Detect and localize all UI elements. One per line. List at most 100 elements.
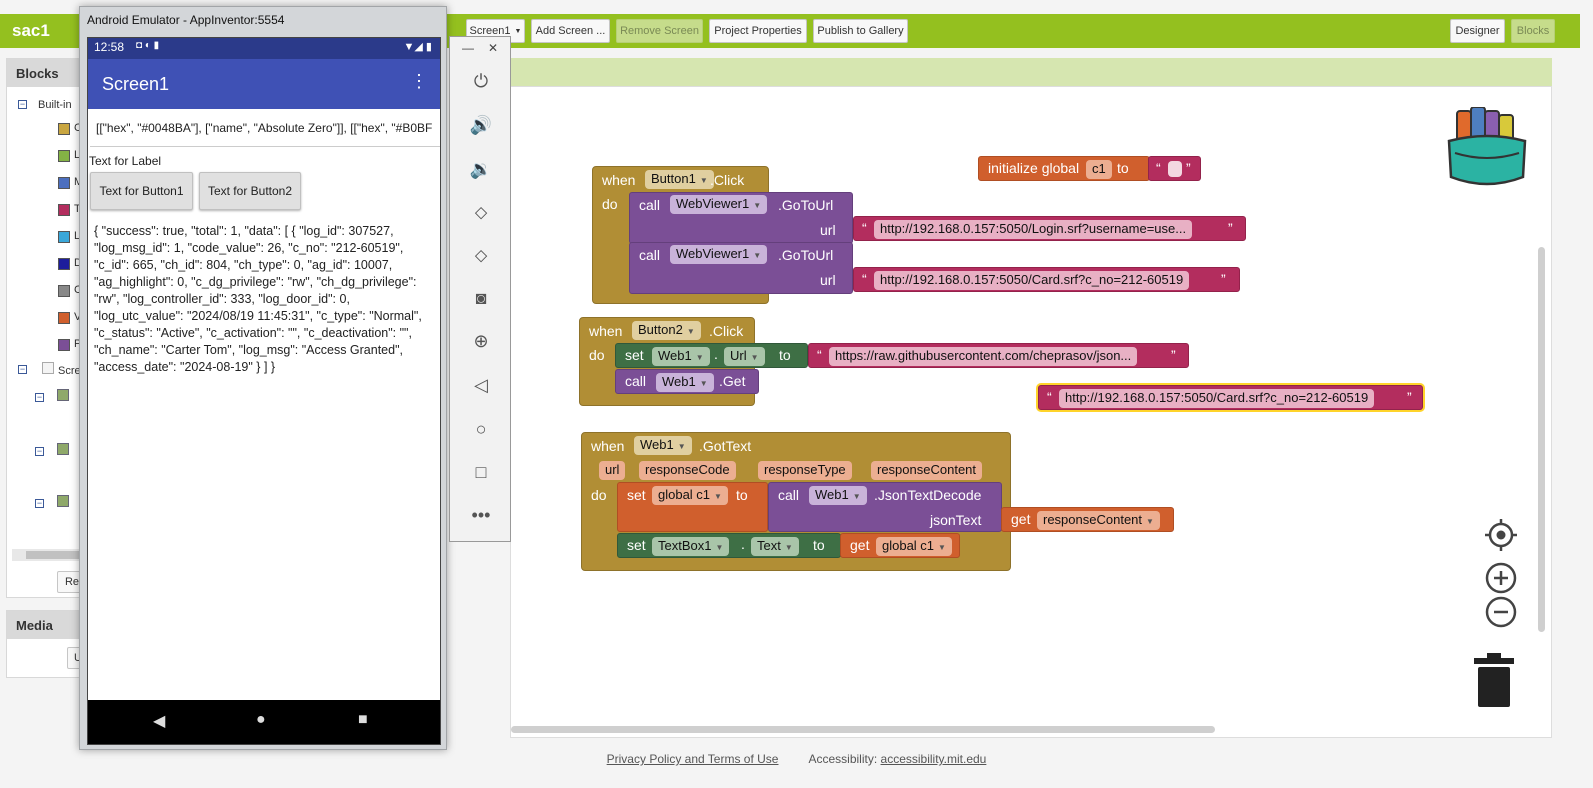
component-dropdown[interactable]: Button1▼	[645, 170, 714, 189]
builtin-category-label[interactable]: L	[74, 149, 81, 161]
variable-dropdown[interactable]: global c1▼	[652, 486, 728, 505]
component-dropdown[interactable]: TextBox1▼	[652, 537, 730, 556]
collapse-icon[interactable]: −	[18, 364, 27, 374]
rotate-left-icon[interactable]: ⬦	[474, 202, 488, 222]
publish-gallery-button[interactable]: Publish to Gallery	[813, 19, 908, 43]
designer-button[interactable]: Designer	[1450, 19, 1505, 43]
text-string-block[interactable]: “ http://192.168.0.157:5050/Login.srf?us…	[853, 216, 1246, 241]
empty-text-block[interactable]: “ ”	[1148, 156, 1201, 181]
home-icon[interactable]: ○	[475, 419, 487, 439]
back-icon[interactable]: ◀	[153, 713, 166, 730]
tree-horizontal-scrollbar[interactable]	[12, 549, 88, 561]
webviewer-gotourl-call-block[interactable]: call WebViewer1▼ .GoToUrl url	[629, 242, 853, 294]
zoom-icon[interactable]: ⊕	[473, 331, 489, 351]
more-icon[interactable]: •••	[471, 505, 491, 525]
button1[interactable]: Text for Button1	[90, 172, 193, 210]
home-icon[interactable]: ●	[256, 711, 266, 728]
overflow-menu-icon[interactable]: ⋮	[410, 71, 428, 91]
builtin-category-label[interactable]: C	[74, 284, 82, 296]
property-dropdown[interactable]: Url▼	[724, 347, 765, 366]
zoom-in-icon[interactable]	[1485, 562, 1517, 594]
web1-jsontextdecode-call-block[interactable]: call Web1▼ .JsonTextDecode jsonText	[768, 482, 1002, 532]
property-dropdown[interactable]: Text▼	[751, 537, 799, 556]
close-icon[interactable]: ✕	[488, 41, 499, 55]
builtin-tree-label[interactable]: Built-in	[38, 99, 72, 111]
collapse-icon[interactable]: −	[35, 392, 44, 402]
builtin-category-label[interactable]: D	[74, 257, 82, 269]
builtin-category-label[interactable]: C	[74, 122, 82, 134]
builtin-category-label[interactable]: M	[74, 176, 83, 188]
builtin-category-swatch[interactable]	[58, 285, 70, 297]
blocks-workspace[interactable]: when Button1▼ .Click do call WebViewer1▼…	[510, 86, 1552, 738]
builtin-category-swatch[interactable]	[58, 312, 70, 324]
text-string-block[interactable]: “ http://192.168.0.157:5050/Card.srf?c_n…	[853, 267, 1240, 292]
initialize-global-block[interactable]: initialize global c1 to	[978, 156, 1150, 181]
workspace-horizontal-scrollbar[interactable]	[511, 726, 1215, 733]
camera-icon[interactable]: ◙	[475, 288, 487, 308]
builtin-category-swatch[interactable]	[58, 123, 70, 135]
event-parameter[interactable]: url	[599, 461, 626, 480]
builtin-category-label[interactable]: V	[74, 311, 82, 323]
component-dropdown[interactable]: Web1▼	[809, 486, 867, 505]
collapse-icon[interactable]: −	[35, 498, 44, 508]
webviewer-gotourl-call-block[interactable]: call WebViewer1▼ .GoToUrl url	[629, 192, 853, 244]
get-global-c1-block[interactable]: get global c1▼	[840, 533, 960, 558]
recenter-icon[interactable]	[1485, 519, 1517, 551]
event-parameter[interactable]: responseContent	[871, 461, 983, 480]
event-parameter[interactable]: responseType	[758, 461, 852, 480]
overview-icon[interactable]: □	[475, 462, 487, 482]
set-global-c1-block[interactable]: set global c1▼ to	[617, 482, 768, 532]
builtin-category-swatch[interactable]	[58, 177, 70, 189]
trash-icon[interactable]	[1473, 653, 1515, 709]
textbox1[interactable]: [["hex", "#0048BA"], ["name", "Absolute …	[90, 113, 440, 147]
builtin-category-label[interactable]: T	[74, 203, 81, 215]
builtin-category-swatch[interactable]	[58, 258, 70, 270]
accessibility-link[interactable]: accessibility.mit.edu	[880, 752, 987, 766]
collapse-icon[interactable]: −	[18, 99, 27, 109]
web1-get-call-block[interactable]: call Web1▼ .Get	[615, 369, 759, 394]
privacy-link[interactable]: Privacy Policy and Terms of Use	[606, 752, 779, 766]
button2[interactable]: Text for Button2	[199, 172, 301, 210]
component-dropdown[interactable]: WebViewer1▼	[670, 195, 768, 214]
builtin-category-swatch[interactable]	[58, 339, 70, 351]
text-value[interactable]: http://192.168.0.157:5050/Card.srf?c_no=…	[874, 271, 1190, 290]
volume-up-icon[interactable]: 🔊	[469, 115, 493, 135]
builtin-category-label[interactable]: L	[74, 230, 81, 242]
text-string-block[interactable]: “ https://raw.githubusercontent.com/chep…	[808, 343, 1189, 368]
component-dropdown[interactable]: Web1▼	[634, 436, 692, 455]
builtin-category-label[interactable]: P	[74, 338, 82, 350]
event-parameter[interactable]: responseCode	[639, 461, 736, 480]
workspace-vertical-scrollbar[interactable]	[1538, 247, 1545, 632]
component-dropdown[interactable]: Web1▼	[652, 347, 710, 366]
set-textbox1-text-block[interactable]: set TextBox1▼ . Text▼ to	[617, 533, 841, 558]
variable-dropdown[interactable]: global c1▼	[876, 537, 952, 556]
recents-icon[interactable]: ■	[358, 711, 368, 728]
remove-screen-button[interactable]: Remove Screen	[616, 19, 703, 43]
rotate-right-icon[interactable]: ⬦	[474, 245, 488, 265]
component-dropdown[interactable]: WebViewer1▼	[670, 245, 768, 264]
text-value[interactable]: http://192.168.0.157:5050/Login.srf?user…	[874, 220, 1193, 239]
project-properties-button[interactable]: Project Properties	[709, 19, 807, 43]
variable-dropdown[interactable]: responseContent▼	[1037, 511, 1160, 530]
text-value[interactable]: http://192.168.0.157:5050/Card.srf?c_no=…	[1059, 389, 1375, 408]
empty-text-value[interactable]	[1168, 161, 1182, 177]
builtin-category-swatch[interactable]	[58, 150, 70, 162]
add-screen-button[interactable]: Add Screen ...	[531, 19, 610, 43]
builtin-category-swatch[interactable]	[58, 231, 70, 243]
variable-name[interactable]: c1	[1086, 160, 1112, 179]
minimize-icon[interactable]: —	[462, 41, 474, 55]
volume-down-icon[interactable]: 🔉	[469, 159, 493, 179]
component-dropdown[interactable]: Button2▼	[632, 321, 701, 340]
back-icon[interactable]: ◁	[474, 375, 488, 395]
set-web1-url-block[interactable]: set Web1▼ . Url▼ to	[615, 343, 808, 368]
collapse-icon[interactable]: −	[35, 446, 44, 456]
power-icon[interactable]: ⏻	[473, 71, 489, 91]
screen-tree-label[interactable]: Scre	[58, 365, 81, 377]
zoom-out-icon[interactable]	[1485, 596, 1517, 628]
blocks-button[interactable]: Blocks	[1511, 19, 1555, 43]
selected-text-string-block[interactable]: “ http://192.168.0.157:5050/Card.srf?c_n…	[1038, 385, 1423, 410]
builtin-category-swatch[interactable]	[58, 204, 70, 216]
component-dropdown[interactable]: Web1▼	[656, 373, 714, 392]
get-response-content-block[interactable]: get responseContent▼	[1001, 507, 1174, 532]
text-value[interactable]: https://raw.githubusercontent.com/chepra…	[829, 347, 1138, 366]
